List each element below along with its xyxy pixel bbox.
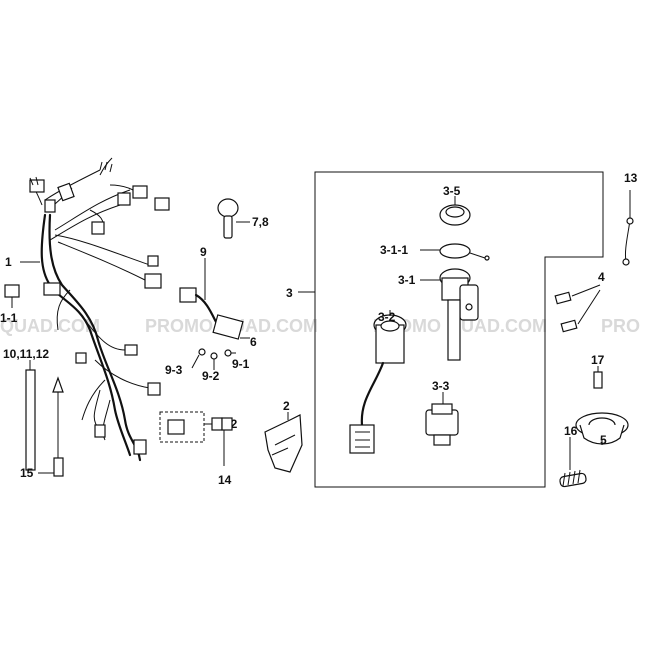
- tie-head: [52, 376, 64, 393]
- watermark-text-5: QUAD.COM: [447, 316, 547, 336]
- cable-tie-10-11-12: [25, 369, 36, 471]
- bolts-part-4: [554, 291, 578, 333]
- part-1-2-box: [159, 411, 205, 443]
- label-part-3-3: 3-3: [432, 379, 450, 393]
- connector: [144, 273, 162, 289]
- connector: [133, 439, 147, 455]
- label-part-9: 9: [200, 245, 207, 259]
- ring-13-bottom: [622, 258, 630, 266]
- watermark-text-3: QUAD.COM: [218, 316, 318, 336]
- gasket-tab: [484, 255, 490, 261]
- label-part-7-8: 7,8: [252, 215, 269, 229]
- label-part-10-11-12: 10,11,12: [3, 347, 49, 361]
- connector: [94, 424, 106, 438]
- leader-9-3: [191, 354, 200, 369]
- connector: [147, 255, 159, 267]
- fuse-part-14-b: [221, 417, 233, 431]
- screw-9-3: [198, 348, 206, 356]
- connector: [44, 199, 56, 213]
- switch-face: [380, 320, 400, 332]
- label-part-13: 13: [624, 171, 638, 185]
- ring-13-top: [626, 217, 634, 225]
- ignition-shaft: [447, 299, 461, 361]
- connector: [43, 282, 61, 296]
- relay-part-1-1: [4, 284, 20, 298]
- label-part-3-1: 3-1: [398, 273, 416, 287]
- label-part-3: 3: [286, 286, 293, 300]
- label-part-1: 1: [5, 255, 12, 269]
- watermark-text-2: PROMO: [145, 316, 213, 336]
- connector-1-2: [167, 419, 185, 435]
- watermark-text-1: QUAD.COM: [0, 316, 100, 336]
- label-part-6: 6: [250, 335, 257, 349]
- wire-part-13: [625, 190, 631, 263]
- group-3-frame: [314, 171, 604, 488]
- connector: [132, 185, 148, 199]
- label-part-9-2: 9-2: [202, 369, 220, 383]
- leader-4b: [577, 289, 601, 325]
- label-part-14: 14: [218, 473, 232, 487]
- key-part-7-8: [217, 198, 239, 218]
- screw-9-1: [224, 349, 232, 357]
- label-part-3-5: 3-5: [443, 184, 461, 198]
- ignition-bracket: [459, 284, 479, 321]
- key-blade: [223, 215, 233, 239]
- lock-barrel: [433, 434, 451, 446]
- label-part-17: 17: [591, 353, 605, 367]
- label-part-9-3: 9-3: [165, 363, 183, 377]
- connector: [147, 382, 161, 396]
- connector: [124, 344, 138, 356]
- connector: [75, 352, 87, 364]
- connector: [154, 197, 170, 211]
- label-part-3-2: 3-2: [378, 310, 396, 324]
- switch-cable: [360, 361, 385, 427]
- label-part-3-1-1: 3-1-1: [380, 243, 408, 257]
- label-part-9-1: 9-1: [232, 357, 250, 371]
- bracket-part-2: [264, 414, 303, 473]
- label-part-16: 16: [564, 424, 578, 438]
- screw-9-2: [210, 352, 218, 360]
- regulator-part-6: [212, 314, 244, 340]
- watermark-text-6: PRO: [601, 316, 640, 336]
- label-part-1-1: 1-1: [0, 311, 18, 325]
- wire-harness: [29, 157, 170, 462]
- leader-4a: [571, 284, 601, 297]
- bracket-hole: [465, 303, 473, 311]
- connector: [117, 192, 131, 206]
- label-part-4: 4: [598, 270, 605, 284]
- gasket-part-3-1-1: [439, 243, 471, 259]
- clip-part-15: [53, 457, 64, 477]
- spring-part-16: [559, 472, 587, 488]
- screw-part-17: [593, 371, 603, 389]
- switch-connector: [349, 424, 375, 454]
- fuse-part-14: [211, 417, 223, 431]
- connector: [91, 221, 105, 235]
- cap-inner: [445, 206, 465, 218]
- label-part-15: 15: [20, 466, 34, 480]
- lock-face: [431, 403, 453, 415]
- connector-part-9: [179, 287, 197, 303]
- label-part-2: 2: [283, 399, 290, 413]
- label-part-5: 5: [600, 433, 607, 447]
- connector: [57, 182, 75, 202]
